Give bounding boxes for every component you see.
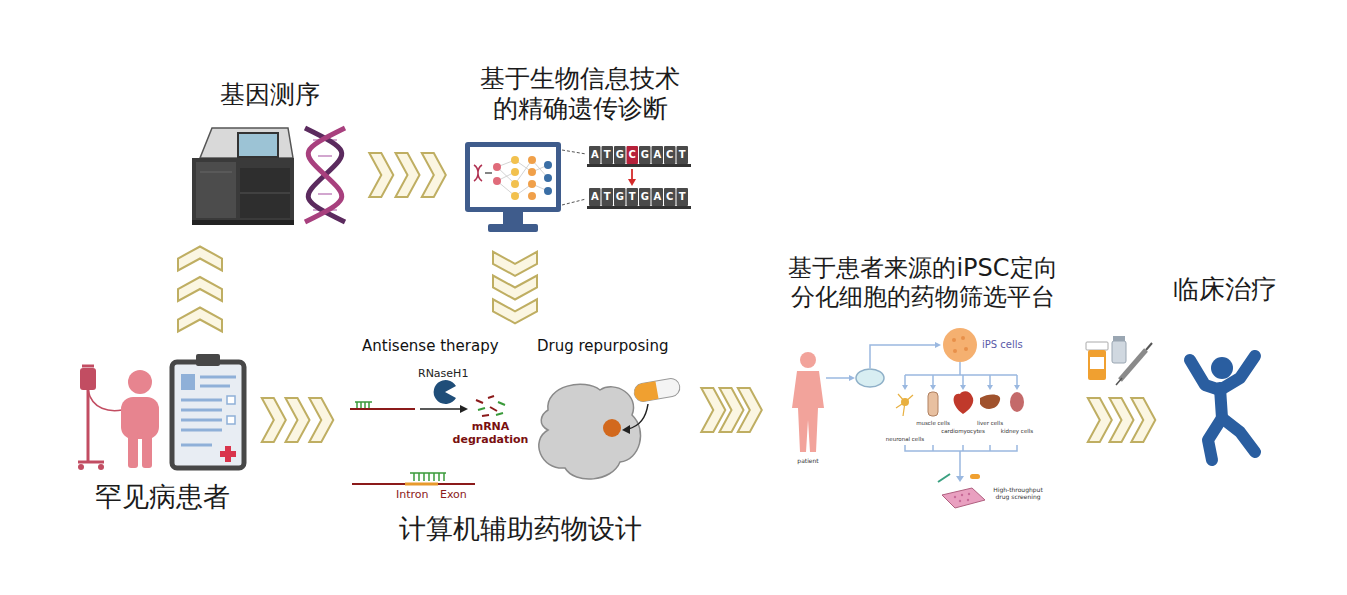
chevron-arrow: [493, 252, 537, 323]
step-group: 基于生物信息技术 的精确遗传诊断: [460, 62, 700, 240]
chevron: [1088, 398, 1112, 442]
chevron: [178, 277, 222, 301]
base-letter: T: [629, 191, 636, 203]
dna-helix: [305, 128, 345, 222]
annotation-label: muscle cells: [916, 420, 950, 426]
step-group: 临床治疗: [1165, 272, 1285, 467]
base-letter: C: [629, 149, 636, 161]
annotation-label: mRNA degradation: [448, 421, 533, 446]
step-title: 计算机辅助药物设计: [345, 513, 695, 545]
chevron: [422, 153, 446, 197]
annotation-label: High-throughput drug screening: [988, 487, 1048, 501]
sequence-tiles: [562, 146, 691, 209]
base-letter: C: [666, 191, 673, 203]
chevron: [369, 153, 393, 197]
base-letter: T: [604, 149, 611, 161]
drug-repurposing-illustration: [539, 377, 681, 479]
step-group: 基于患者来源的iPSC定向 分化细胞的药物筛选平台: [768, 252, 1078, 520]
chevron: [178, 308, 222, 332]
base-letter: A: [653, 149, 661, 161]
step-title: 基于生物信息技术 的精确遗传诊断: [460, 64, 700, 124]
person-head: [1211, 357, 1233, 379]
annotation-label: liver cells: [977, 420, 1003, 426]
chevron: [493, 276, 537, 300]
step-title: 临床治疗: [1165, 274, 1285, 305]
base-letter: T: [679, 149, 686, 161]
clipboard-icon: [172, 354, 244, 468]
chevron: [178, 247, 222, 271]
chevron: [738, 388, 762, 432]
chevron: [396, 153, 420, 197]
annotation-label: Exon: [440, 489, 467, 502]
chevron-arrow: [262, 398, 334, 442]
chevron-arrow: [701, 388, 762, 432]
sequencer-icon: [192, 128, 294, 225]
chevron-arrow: [369, 153, 446, 197]
chevron: [720, 388, 744, 432]
base-letter: G: [641, 191, 649, 203]
ipsc-illustration: [792, 328, 1024, 508]
annotation-label: cardiomyocytes: [941, 428, 985, 434]
chevron: [701, 388, 725, 432]
base-letter: G: [616, 149, 624, 161]
chevron: [493, 252, 537, 276]
base-letter: C: [666, 149, 673, 161]
recovered-person: [1190, 356, 1255, 460]
base-letter: G: [616, 191, 624, 203]
chevron: [1131, 398, 1155, 442]
annotation-label: Drug repurposing: [537, 338, 668, 355]
step-title: 罕见病患者: [75, 481, 250, 513]
base-letter: T: [679, 191, 686, 203]
base-letter: A: [591, 191, 599, 203]
annotation-label: neuronal cells: [886, 436, 924, 442]
step-title: 基于患者来源的iPSC定向 分化细胞的药物筛选平台: [768, 254, 1078, 312]
annotation-label: Intron: [396, 489, 429, 502]
step-group: 基因测序: [185, 78, 355, 228]
chevron: [286, 398, 310, 442]
medicine-icons: [1086, 336, 1152, 385]
step-group: 罕见病患者: [75, 350, 250, 515]
chevron-arrow: [1088, 398, 1156, 442]
chevron-arrow: [178, 247, 222, 332]
annotation-label: Antisense therapy: [362, 338, 499, 355]
annotation-label: iPS cells: [982, 339, 1023, 351]
step-title: 基因测序: [185, 80, 355, 110]
chevron: [1110, 398, 1134, 442]
annotation-label: RNaseH1: [418, 368, 468, 381]
base-letter: A: [591, 149, 599, 161]
base-letter: T: [604, 191, 611, 203]
patient-icon: [78, 366, 159, 470]
chevron: [493, 299, 537, 323]
base-letter: G: [641, 149, 649, 161]
annotation-label: patient: [797, 458, 818, 465]
computer-monitor: [465, 142, 561, 232]
base-letter: A: [653, 191, 661, 203]
chevron: [309, 398, 333, 442]
annotation-label: kidney cells: [1001, 428, 1033, 434]
chevron: [262, 398, 286, 442]
